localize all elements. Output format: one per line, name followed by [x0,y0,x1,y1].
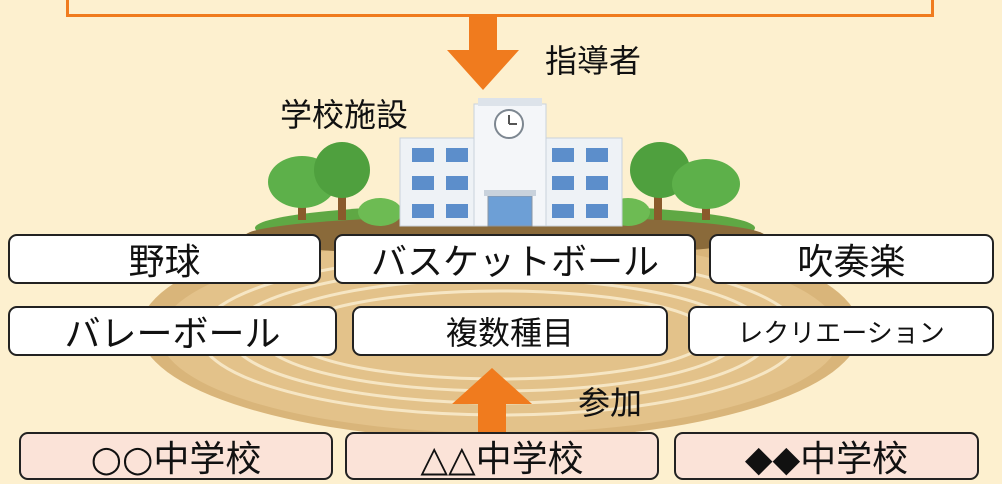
school-triangle: △△中学校 [345,432,659,480]
top-frame [66,0,934,17]
leader-label: 指導者 [545,42,642,80]
activity-volleyball: バレーボール [8,306,337,356]
school-circle: ○○中学校 [19,432,333,480]
activity-baseball: 野球 [8,234,321,284]
participation-arrow [452,368,532,436]
activity-multi: 複数種目 [352,306,668,356]
facility-label: 学校施設 [280,96,409,134]
school-building [399,98,623,227]
leader-arrow [447,14,519,90]
activity-basketball: バスケットボール [334,234,696,284]
school-diamond: ◆◆中学校 [674,432,979,480]
participation-label: 参加 [578,384,643,422]
activity-band: 吹奏楽 [709,234,994,284]
activity-recreation: レクリエーション [688,306,994,356]
